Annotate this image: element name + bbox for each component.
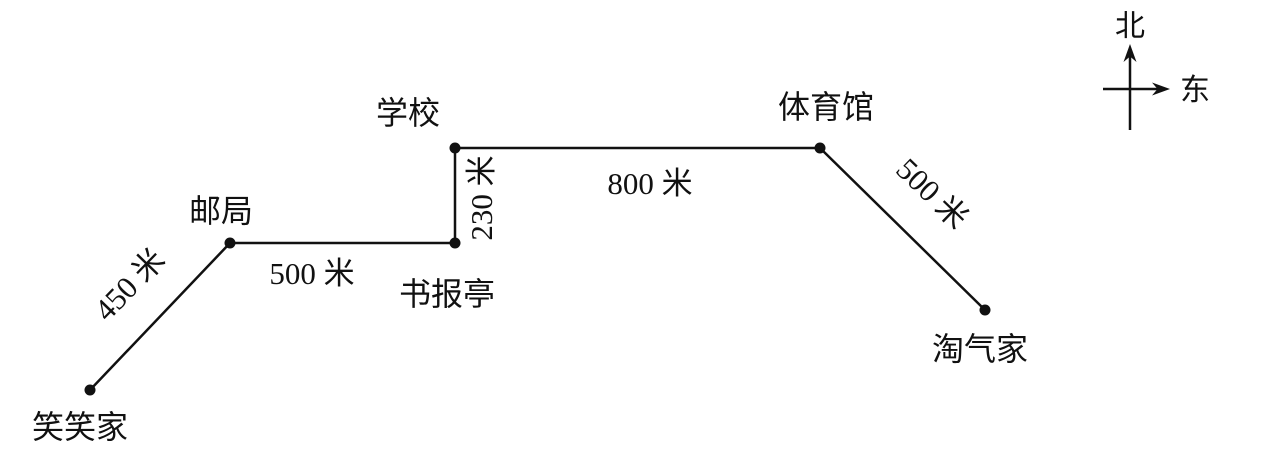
location-point-post-office	[224, 237, 236, 249]
distance-label-450m: 450 米	[87, 242, 171, 328]
location-point-taoqi-home	[979, 304, 991, 316]
location-label-post-office: 邮局	[189, 193, 253, 229]
distance-label-500m-a: 500 米	[269, 256, 354, 291]
location-label-xiaoxiao-home: 笑笑家	[32, 409, 128, 445]
distance-label-800m: 800 米	[607, 166, 692, 201]
location-point-newsstand	[449, 237, 461, 249]
compass-east-label: 东	[1180, 74, 1210, 107]
location-point-school	[449, 142, 461, 154]
location-label-school: 学校	[376, 95, 440, 131]
route-path	[88, 146, 987, 392]
distance-label-500m-b: 500 米	[889, 151, 975, 235]
location-label-gymnasium: 体育馆	[778, 89, 874, 125]
location-label-taoqi-home: 淘气家	[932, 331, 1028, 367]
distance-label-230m: 230 米	[464, 155, 499, 240]
compass: 北 东	[1103, 10, 1210, 130]
location-point-xiaoxiao-home	[84, 384, 96, 396]
location-label-newsstand: 书报亭	[399, 276, 495, 312]
location-point-gymnasium	[814, 142, 826, 154]
compass-east-arrow-icon	[1152, 82, 1170, 96]
compass-north-label: 北	[1115, 10, 1145, 43]
compass-north-arrow-icon	[1123, 44, 1137, 62]
